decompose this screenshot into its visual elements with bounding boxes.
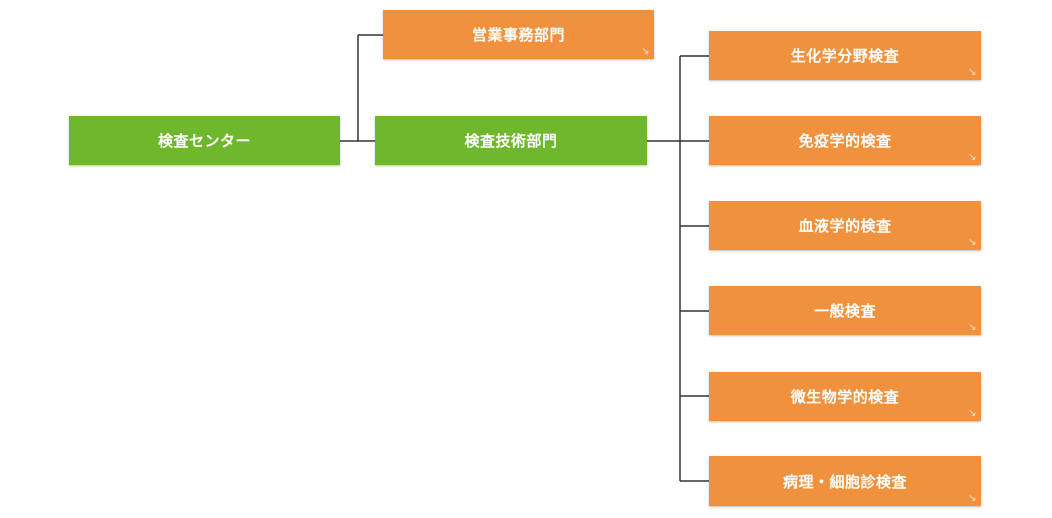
node-label: 一般検査 xyxy=(813,302,876,320)
node-microbiology[interactable]: 微生物学的検査 ↘ xyxy=(709,372,981,421)
arrow-down-right-icon: ↘ xyxy=(968,322,977,333)
node-label: 営業事務部門 xyxy=(471,26,565,44)
node-label: 微生物学的検査 xyxy=(790,388,900,406)
node-hematology[interactable]: 血液学的検査 ↘ xyxy=(709,201,981,250)
node-general-tests[interactable]: 一般検査 ↘ xyxy=(709,286,981,335)
node-label: 生化学分野検査 xyxy=(790,47,900,65)
node-pathology-cytology[interactable]: 病理・細胞診検査 ↘ xyxy=(709,456,981,506)
node-label: 検査技術部門 xyxy=(464,132,558,150)
arrow-down-right-icon: ↘ xyxy=(641,46,650,57)
node-immunology[interactable]: 免疫学的検査 ↘ xyxy=(709,116,981,165)
arrow-down-right-icon: ↘ xyxy=(968,237,977,248)
arrow-down-right-icon: ↘ xyxy=(968,408,977,419)
node-biochemistry[interactable]: 生化学分野検査 ↘ xyxy=(709,31,981,80)
arrow-down-right-icon: ↘ xyxy=(968,152,977,163)
arrow-down-right-icon: ↘ xyxy=(968,67,977,78)
arrow-down-right-icon: ↘ xyxy=(968,493,977,504)
node-sales-admin-dept[interactable]: 営業事務部門 ↘ xyxy=(383,10,654,59)
node-label: 免疫学的検査 xyxy=(798,132,892,150)
node-label: 検査センター xyxy=(157,132,251,150)
node-inspection-center: 検査センター xyxy=(69,116,340,165)
node-label: 病理・細胞診検査 xyxy=(782,472,907,491)
node-lab-technology-dept: 検査技術部門 xyxy=(375,116,647,165)
node-label: 血液学的検査 xyxy=(798,217,892,235)
